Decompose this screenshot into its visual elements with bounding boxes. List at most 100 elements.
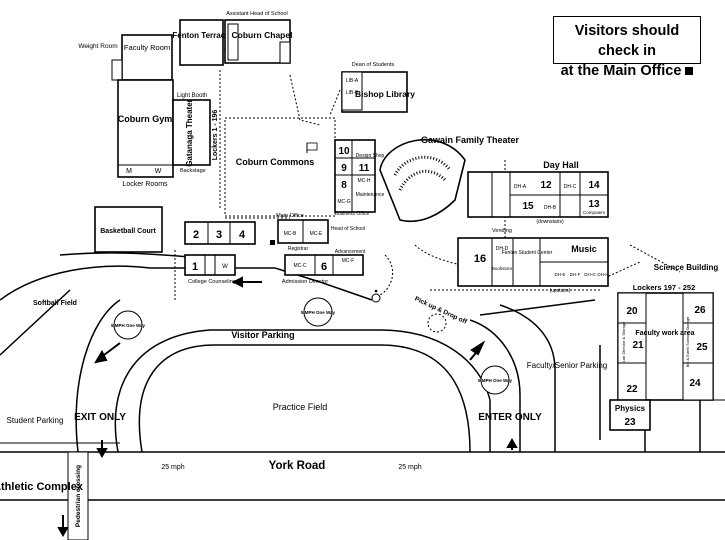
assistant-head-label: Assistant Head of School (226, 11, 287, 17)
speed-sign-3-label: 5 MPH One Way (478, 378, 513, 383)
weight-room-label: Weight Room (78, 43, 117, 50)
room-25: 25 (696, 342, 708, 353)
college-counseling (184, 254, 236, 276)
lib-b-label: LIB-B (346, 90, 359, 96)
main-office-marker-icon (685, 67, 694, 75)
gatanaga-theater (172, 99, 211, 166)
womens-locker-label: W (155, 168, 162, 175)
faculty-room-label: Faculty Room (124, 43, 170, 52)
student-parking-label: Student Parking (7, 416, 64, 425)
bishop-library-label: Bishop Library (355, 89, 415, 99)
dh-g-label: DH-G (584, 272, 596, 277)
lib-a-label: LIB-A (346, 78, 359, 84)
speed-sign-1 (113, 310, 143, 340)
room-22: 22 (626, 384, 638, 395)
room-14: 14 (588, 180, 600, 191)
room-11: 11 (359, 163, 370, 174)
room-21: 21 (632, 340, 644, 351)
mc-c-label: MC-C (293, 263, 306, 269)
business-office-label: Business Office (335, 211, 370, 217)
room-9: 9 (341, 163, 347, 174)
restroom-wm-label: W (222, 264, 228, 270)
speed-sign-1-label: 5 MPH One Way (111, 323, 146, 328)
softball-field-label: Softball Field (33, 300, 77, 307)
mc-g-label: MC-G (337, 199, 350, 205)
room-12: 12 (540, 180, 552, 191)
room-3: 3 (216, 229, 222, 241)
downstairs-label: (downstairs) (536, 219, 564, 225)
locker-rooms-label: Locker Rooms (122, 181, 168, 188)
notice-line-2: at the Main Office (560, 63, 682, 79)
arrow-icon (57, 276, 518, 538)
dh-b-label: DH-B (544, 205, 557, 211)
practice-field-label: Practice Field (273, 402, 328, 412)
basketball-court-label: Basketball Court (100, 228, 156, 235)
coburn-commons-label: Coburn Commons (236, 157, 315, 167)
dh-e-label: DH-E (555, 272, 566, 277)
gatanaga-theater-label: Gatanaga Theater (185, 99, 194, 167)
mc-f-label: MC-F (342, 258, 355, 264)
music-label: Music (571, 244, 597, 254)
dean-of-students-label: Dean of Students (352, 62, 395, 68)
backstage-label: Backstage (180, 168, 206, 174)
room-6: 6 (321, 261, 327, 273)
room-1: 1 (192, 261, 198, 273)
visitor-parking-label: Visitor Parking (231, 330, 294, 340)
head-of-school-label: Head of School (331, 226, 365, 232)
fenton-terrace-label: Fenton Terrace (172, 31, 230, 40)
maintenance-label: Maintenance (356, 192, 385, 198)
physics (609, 399, 651, 431)
faculty-parking-label: Faculty/Senior Parking (527, 361, 607, 370)
admission-director-label: Admission Director (282, 279, 328, 285)
registrar-label: Registrar (288, 246, 309, 252)
gawain-theater-label-1: Gawain Family Theater (421, 135, 520, 145)
mens-locker-label: M (126, 168, 132, 175)
bio-storage-label: Bio & Earth Science Storage (685, 316, 690, 367)
room-8: 8 (341, 180, 347, 191)
student-center-label: Fenton Student Center (502, 250, 553, 256)
college-counseling-label: College Counseling (188, 279, 236, 285)
room-13: 13 (588, 199, 600, 210)
coburn-gym-label: Coburn Gym (118, 114, 173, 124)
lockers-197-252-label: Lockers 197 - 252 (633, 283, 696, 292)
wheelchair-icon (371, 289, 381, 303)
fenton-terrace (179, 19, 224, 66)
faculty-room (121, 34, 173, 81)
room-4: 4 (239, 229, 246, 241)
lab-director-label: Lab Director & Storage (621, 321, 626, 362)
gawain-family-theater (379, 138, 466, 223)
room-24: 24 (689, 378, 701, 389)
lockers-1-196-label: Lockers 1 - 196 (212, 110, 219, 161)
main-office-label: Main Office (276, 213, 304, 219)
science-building-label: Science Building (654, 263, 719, 272)
upstairs-label: (upstairs) (550, 288, 571, 294)
bookstore-label: Bookstore (492, 266, 513, 271)
day-hall-label: Day Hall (543, 160, 579, 170)
mc-h-label: MC-H (357, 178, 370, 184)
coburn-chapel-label: Coburn Chapel (232, 30, 293, 40)
room-2: 2 (193, 229, 199, 241)
mc-e-label: MC-E (310, 231, 323, 237)
coburn-gym (117, 79, 174, 178)
speed-sign-2 (303, 297, 333, 327)
basketball-court (94, 206, 163, 253)
coburn-commons (224, 117, 336, 217)
physics-label: Physics (615, 404, 646, 413)
dh-c-label: DH-C (564, 184, 577, 190)
dh-f-label: DH-F (570, 272, 581, 277)
visitor-notice: Visitors should check in at the Main Off… (553, 16, 701, 79)
roads (0, 49, 725, 540)
pedestrian-crossing-label: Pedestrian crossing (75, 465, 82, 527)
vending-label: Vending (492, 228, 512, 234)
room-26: 26 (694, 305, 706, 316)
notice-line-1: Visitors should check in (574, 23, 680, 59)
athletic-complex-label: Athletic Complex (0, 481, 84, 493)
dh-h-label: DH-H (597, 272, 608, 277)
computers-label: Computers (583, 210, 606, 215)
speed-sign-3 (480, 365, 510, 395)
mc-b-label: MC-B (284, 231, 297, 237)
room-16: 16 (474, 253, 486, 265)
speed-limit-right: 25 mph (398, 464, 421, 471)
speed-limit-left: 25 mph (161, 464, 184, 471)
